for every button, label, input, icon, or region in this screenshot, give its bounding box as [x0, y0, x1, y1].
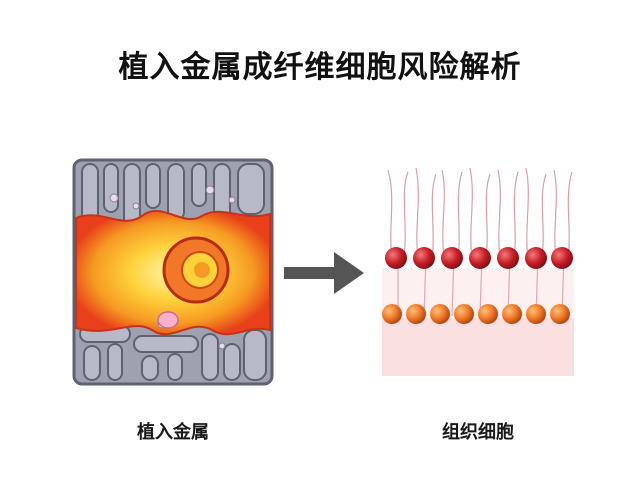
- cell-label: 组织细胞: [442, 422, 514, 443]
- membrane-red-heads: [385, 247, 573, 269]
- right-arrow-icon: [284, 252, 364, 294]
- metal-columns-bottom: [79, 325, 267, 381]
- tissue-cell-illustration: [382, 168, 574, 376]
- cell-fibers: [387, 168, 573, 259]
- metal-implant-illustration: [72, 158, 274, 386]
- metal-label: 植入金属: [137, 422, 209, 443]
- page-title: 植入金属成纤维细胞风险解析: [118, 50, 522, 85]
- tissue-layer: [382, 318, 574, 376]
- membrane-orange-heads: [382, 304, 570, 324]
- pink-particle: [157, 311, 179, 329]
- metal-columns-top: [81, 163, 265, 227]
